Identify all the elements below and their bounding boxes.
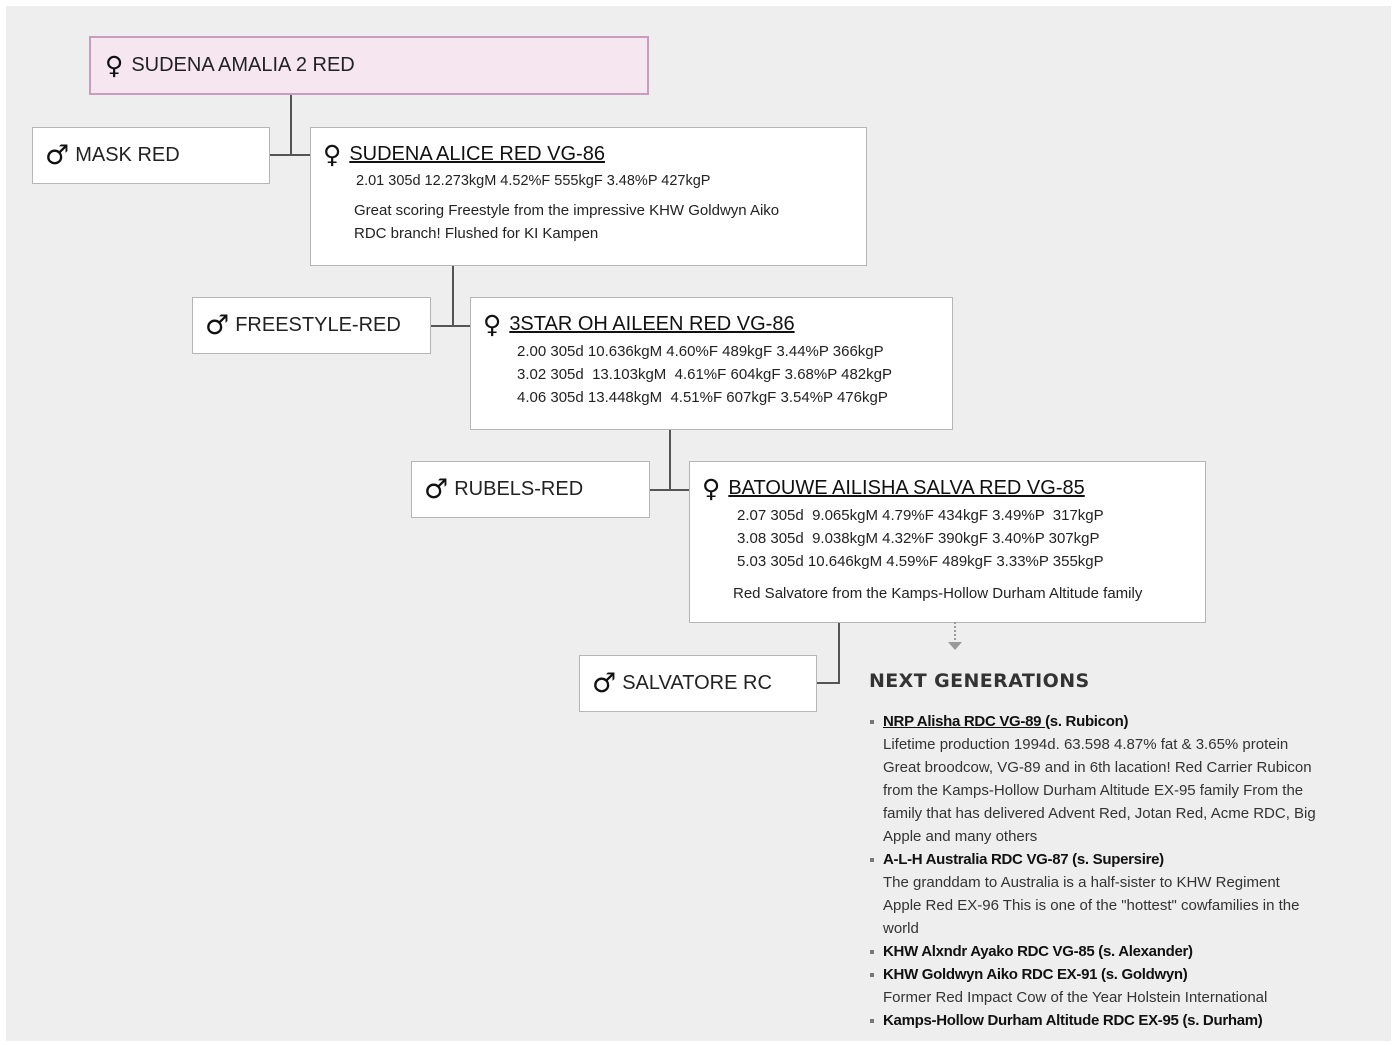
connector-line — [669, 429, 671, 491]
sire-box[interactable]: ♂ FREESTYLE-RED — [192, 297, 431, 354]
connector-line — [838, 622, 840, 684]
top-animal-name: SUDENA AMALIA 2 RED — [131, 54, 355, 76]
descendant-sire: (s. Goldwyn) — [1101, 966, 1188, 983]
list-item: Kamps-Hollow Durham Altitude RDC EX-95 (… — [869, 1009, 1369, 1032]
sire-box[interactable]: ♂ SALVATORE RC — [579, 655, 817, 712]
descendant-name: Kamps-Hollow Durham Altitude RDC EX-95 — [883, 1012, 1183, 1029]
down-arrow-icon — [954, 622, 956, 644]
connector-line — [649, 489, 690, 491]
descendant-title: Kamps-Hollow Durham Altitude RDC EX-95 (… — [883, 1009, 1369, 1032]
sire-box[interactable]: ♂ RUBELS-RED — [411, 461, 650, 518]
descendant-name[interactable]: NRP Alisha RDC VG-89 — [883, 713, 1046, 730]
male-symbol-icon: ♂ — [45, 140, 70, 171]
lactation-record: 3.08 305d 9.038kgM 4.32%F 390kgF 3.40%P … — [737, 530, 1100, 547]
male-symbol-icon: ♂ — [424, 474, 449, 505]
top-animal-box: ♀ SUDENA AMALIA 2 RED — [89, 36, 649, 95]
female-symbol-icon: ♀ — [483, 310, 502, 339]
female-symbol-icon: ♀ — [105, 51, 124, 80]
descendant-description: family that has delivered Advent Red, Jo… — [883, 805, 1316, 822]
list-item: KHW Alxndr Ayako RDC VG-85 (s. Alexander… — [869, 940, 1369, 963]
dam-name-link[interactable]: SUDENA ALICE RED VG-86 — [349, 143, 605, 165]
lactation-record: 4.06 305d 13.448kgM 4.51%F 607kgF 3.54%P… — [517, 389, 888, 406]
next-generations-section: NEXT GENERATIONS NRP Alisha RDC VG-89 (s… — [869, 670, 1369, 1032]
descendant-description: world — [883, 920, 919, 937]
descendant-sire: (s. Durham) — [1182, 1012, 1263, 1029]
descendant-sire: (s. Alexander) — [1098, 943, 1193, 960]
descendant-description: Great broodcow, VG-89 and in 6th lacatio… — [883, 759, 1312, 776]
lactation-record: 2.00 305d 10.636kgM 4.60%F 489kgF 3.44%P… — [517, 343, 884, 360]
dam-box: ♀ SUDENA ALICE RED VG-86 2.01 305d 12.27… — [310, 127, 867, 266]
connector-line — [269, 154, 310, 156]
male-symbol-icon: ♂ — [205, 310, 230, 341]
descendant-description: Apple and many others — [883, 828, 1038, 845]
connector-line — [430, 325, 471, 327]
connector-line — [290, 94, 292, 156]
descendant-sire: (s. Supersire) — [1072, 851, 1164, 868]
descendant-sire: (s. Rubicon) — [1045, 713, 1129, 730]
lactation-record: 3.02 305d 13.103kgM 4.61%F 604kgF 3.68%P… — [517, 366, 892, 383]
female-symbol-icon: ♀ — [323, 140, 342, 169]
sire-name: RUBELS-RED — [454, 478, 584, 500]
arrow-head-icon — [948, 642, 962, 650]
list-item: NRP Alisha RDC VG-89 (s. Rubicon) Lifetim… — [869, 710, 1369, 848]
lactation-record: 5.03 305d 10.646kgM 4.59%F 489kgF 3.33%P… — [737, 553, 1104, 570]
connector-line — [452, 265, 454, 327]
sire-name: MASK RED — [75, 144, 180, 166]
descendant-description: from the Kamps-Hollow Durham Altitude EX… — [883, 782, 1304, 799]
dam-name-link[interactable]: BATOUWE AILISHA SALVA RED VG-85 — [728, 477, 1085, 499]
descendant-description: The granddam to Australia is a half-sist… — [883, 874, 1280, 891]
descendant-title[interactable]: NRP Alisha RDC VG-89 (s. Rubicon) — [883, 710, 1369, 733]
descendant-description: Apple Red EX-96 This is one of the "hott… — [883, 897, 1300, 914]
lactation-record: 2.07 305d 9.065kgM 4.79%F 434kgF 3.49%P … — [737, 507, 1104, 524]
descendant-description: Former Red Impact Cow of the Year Holste… — [883, 989, 1268, 1006]
descendant-title: KHW Goldwyn Aiko RDC EX-91 (s. Goldwyn) — [883, 963, 1369, 986]
descendant-name: KHW Alxndr Ayako RDC VG-85 — [883, 943, 1099, 960]
list-item: A-L-H Australia RDC VG-87 (s. Supersire)… — [869, 848, 1369, 940]
descendant-title: KHW Alxndr Ayako RDC VG-85 (s. Alexander… — [883, 940, 1369, 963]
female-symbol-icon: ♀ — [702, 474, 721, 503]
dam-box: ♀ BATOUWE AILISHA SALVA RED VG-85 2.07 3… — [689, 461, 1206, 623]
descendant-name: KHW Goldwyn Aiko RDC EX-91 — [883, 966, 1102, 983]
male-symbol-icon: ♂ — [592, 668, 617, 699]
next-generations-heading: NEXT GENERATIONS — [869, 670, 1090, 692]
dam-comment: Great scoring Freestyle from the impress… — [354, 202, 780, 242]
descendant-name: A-L-H Australia RDC VG-87 — [883, 851, 1073, 868]
dam-box: ♀ 3STAR OH AILEEN RED VG-86 2.00 305d 10… — [470, 297, 953, 430]
dam-comment: Red Salvatore from the Kamps-Hollow Durh… — [733, 585, 1143, 602]
connector-line — [816, 682, 840, 684]
sire-name: FREESTYLE-RED — [235, 314, 401, 336]
descendant-title: A-L-H Australia RDC VG-87 (s. Supersire) — [883, 848, 1369, 871]
sire-box[interactable]: ♂ MASK RED — [32, 127, 270, 184]
next-generations-list: NRP Alisha RDC VG-89 (s. Rubicon) Lifetim… — [869, 710, 1369, 1032]
list-item: KHW Goldwyn Aiko RDC EX-91 (s. Goldwyn) F… — [869, 963, 1369, 1009]
lactation-record: 2.01 305d 12.273kgM 4.52%F 555kgF 3.48%P… — [356, 173, 711, 189]
descendant-description: Lifetime production 1994d. 63.598 4.87% … — [883, 736, 1289, 753]
dam-name-link[interactable]: 3STAR OH AILEEN RED VG-86 — [509, 313, 795, 335]
sire-name: SALVATORE RC — [622, 672, 772, 694]
